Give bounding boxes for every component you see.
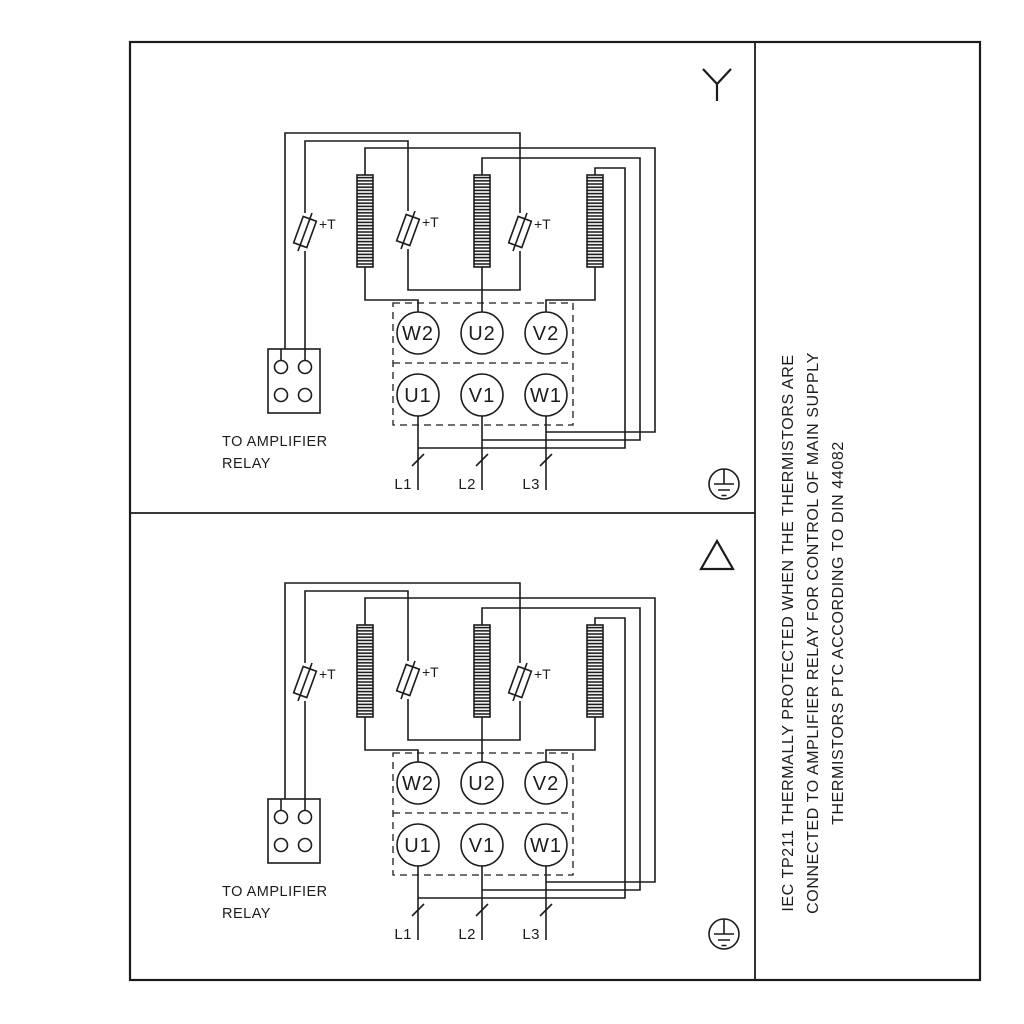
- thermistor-label: +T: [319, 216, 336, 232]
- side-note-line-3: THERMISTORS PTC ACCORDING TO DIN 44082: [830, 441, 847, 825]
- side-note-line-2: CONNECTED TO AMPLIFIER RELAY FOR CONTROL…: [805, 352, 822, 914]
- terminal-label-w1: W1: [530, 835, 562, 857]
- thermistor-label: +T: [534, 216, 551, 232]
- relay-caption-line1: TO AMPLIFIER: [222, 884, 328, 900]
- terminal-label-w2: W2: [402, 323, 434, 345]
- side-note: IEC TP211 THERMALLY PROTECTED WHEN THE T…: [780, 352, 847, 914]
- panel-wiring: [267, 582, 740, 950]
- panel-wiring: [267, 132, 740, 500]
- terminal-label-w2: W2: [402, 773, 434, 795]
- star-connection-icon: [702, 68, 732, 101]
- panel-star: W2 U2 V2 U1 V1 W1 +T +T +T TO AMPLIFIER …: [222, 68, 740, 500]
- supply-label-l2: L2: [458, 926, 476, 943]
- thermistor-label: +T: [534, 666, 551, 682]
- supply-label-l1: L1: [394, 926, 412, 943]
- relay-caption-line2: RELAY: [222, 456, 271, 472]
- panel-delta: W2 U2 V2 U1 V1 W1 +T +T +T TO AMPLIFIER …: [222, 538, 740, 950]
- terminal-label-u1: U1: [404, 835, 432, 857]
- supply-label-l3: L3: [522, 476, 540, 493]
- terminal-label-u2: U2: [468, 773, 496, 795]
- outer-border: [128, 40, 982, 982]
- frame: [128, 40, 982, 982]
- relay-caption-line2: RELAY: [222, 906, 271, 922]
- side-note-line-1: IEC TP211 THERMALLY PROTECTED WHEN THE T…: [780, 354, 797, 911]
- terminal-label-w1: W1: [530, 385, 562, 407]
- terminal-label-v2: V2: [533, 323, 559, 345]
- supply-label-l3: L3: [522, 926, 540, 943]
- thermistor-label: +T: [319, 666, 336, 682]
- supply-label-l2: L2: [458, 476, 476, 493]
- delta-connection-icon: [699, 538, 735, 571]
- terminal-label-u2: U2: [468, 323, 496, 345]
- terminal-label-u1: U1: [404, 385, 432, 407]
- supply-label-l1: L1: [394, 476, 412, 493]
- terminal-label-v2: V2: [533, 773, 559, 795]
- thermistor-label: +T: [422, 664, 439, 680]
- relay-caption-line1: TO AMPLIFIER: [222, 434, 328, 450]
- terminal-label-v1: V1: [469, 835, 495, 857]
- thermistor-label: +T: [422, 214, 439, 230]
- terminal-label-v1: V1: [469, 385, 495, 407]
